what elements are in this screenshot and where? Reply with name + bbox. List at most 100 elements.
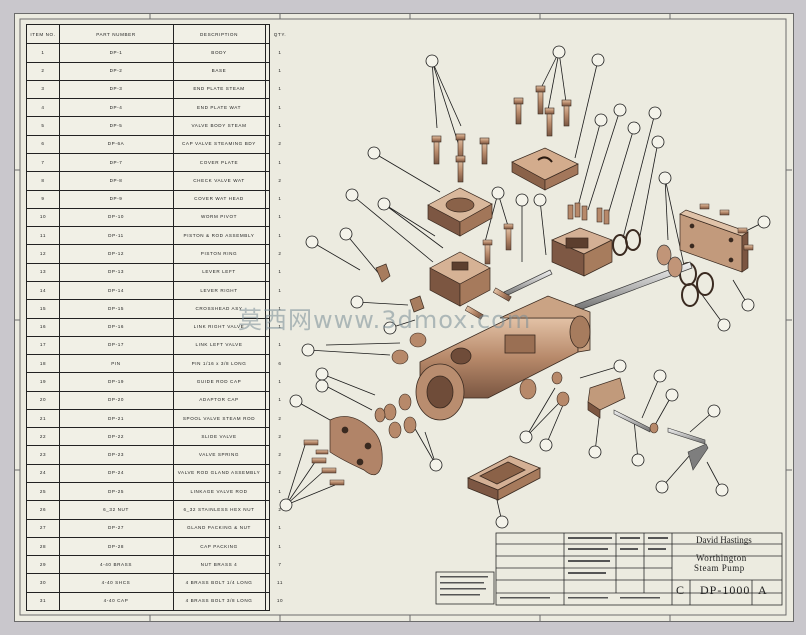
bom-cell: 1 — [278, 287, 282, 293]
bom-cell: DP-9 — [59, 189, 174, 208]
bom-cell: 1 — [278, 525, 282, 531]
bom-cell: 7 — [27, 152, 60, 172]
bom-cell: 2 — [278, 177, 282, 183]
bom-cell: 1 — [278, 305, 282, 311]
bom-cell: END PLATE STEAM — [173, 79, 266, 99]
bom-cell: ADAPTOR CAP — [173, 390, 266, 409]
bom-cell: 17 — [27, 335, 60, 355]
bom-cell: NUT BRASS 4 — [173, 555, 266, 574]
bom-cell: DP-11 — [59, 226, 174, 245]
bom-cell: LEVER RIGHT — [173, 280, 266, 300]
bom-cell: 1 — [278, 123, 282, 129]
bom-cell: 5 — [27, 116, 60, 135]
bom-cell: PISTON & ROD ASSEMBLY — [173, 226, 266, 245]
drawing-title-line-2: Steam Pump — [694, 563, 745, 573]
bom-cell: END PLATE WAT — [173, 98, 266, 117]
bom-cell: 29 — [27, 555, 60, 574]
bom-cell: COVER PLATE — [173, 152, 266, 172]
bom-cell: 14 — [27, 280, 60, 300]
bom-cell: WORM PIVOT — [173, 207, 266, 227]
bom-cell: 21 — [27, 408, 60, 428]
bom-cell: 1 — [278, 196, 282, 202]
bom-cell: DP-3 — [59, 79, 174, 99]
bom-cell: 1 — [278, 214, 282, 220]
bom-cell: PIN — [59, 354, 174, 373]
bom-cell: SPOOL VALVE STEAM ROD — [173, 408, 266, 428]
bom-cell: 30 — [27, 573, 60, 592]
bom-cell: PIN 1/16 x 3/8 LONG — [173, 354, 266, 373]
bom-cell: DP-22 — [59, 427, 174, 446]
bom-cell: GLAND PACKING & NUT — [173, 518, 266, 537]
bom-cell: DP-8 — [59, 171, 174, 190]
bom-cell: DP-12 — [59, 244, 174, 263]
bom-cell: 4 BRASS BOLT 3/8 LONG — [173, 591, 266, 610]
bom-cell: 25 — [27, 482, 60, 501]
watermark-text: 莫西网www.3dmox.com — [238, 306, 532, 334]
bom-cell: GUIDE ROD CAP — [173, 372, 266, 391]
bom-cell: 2 — [278, 251, 282, 257]
bom-cell: 27 — [27, 518, 60, 537]
bom-cell: CROSSHEAD ASY — [173, 299, 266, 318]
bom-header-cell: QTY. — [273, 31, 287, 37]
bom-cell: 4 — [27, 98, 60, 117]
bom-cell: BODY — [173, 43, 266, 62]
bom-cell: 1 — [278, 159, 282, 165]
author-name: David Hastings — [696, 535, 752, 545]
bom-cell: SLIDE VALVE — [173, 427, 266, 446]
bom-cell: DP-13 — [59, 262, 174, 281]
revision: A — [758, 583, 767, 597]
bom-cell: 1 — [278, 378, 282, 384]
bom-cell: DP-4 — [59, 98, 174, 117]
title-block: David Hastings Worthington Steam Pump C … — [496, 533, 782, 605]
bom-cell: 2 — [278, 506, 282, 512]
sheet-size: C — [676, 583, 685, 597]
bom-cell: DP-20 — [59, 390, 174, 409]
bom-cell: 2 — [278, 452, 282, 458]
bom-cell: 1 — [278, 324, 282, 330]
drawing-number: DP-1000 — [700, 583, 751, 597]
bom-cell: 10 — [27, 207, 60, 227]
bom-cell: 11 — [277, 580, 283, 586]
bom-header-cell: PART NUMBER — [59, 25, 174, 44]
bom-cell: 1 — [278, 86, 282, 92]
bom-header-cell: ITEM NO. — [27, 25, 60, 44]
bom-cell: LINK RIGHT VALVE — [173, 317, 266, 336]
bom-cell: 4-40 BRASS — [59, 555, 174, 574]
bom-cell: 1 — [278, 342, 282, 348]
bom-cell: 2 — [278, 415, 282, 421]
bom-cell: DP-10 — [59, 207, 174, 227]
bom-cell: 1 — [278, 397, 282, 403]
bom-cell: VALVE ROD GLAND ASSEMBLY — [173, 463, 266, 483]
bom-cell: 2 — [278, 141, 282, 147]
bom-cell: DP-17 — [59, 335, 174, 355]
bom-cell: DP-24 — [59, 463, 174, 483]
bom-cell: DP-28 — [59, 536, 174, 556]
bom-cell: 12 — [27, 244, 60, 263]
bom-cell: 15 — [27, 299, 60, 318]
bom-cell: 1 — [278, 232, 282, 238]
bom-cell: DP-27 — [59, 518, 174, 537]
bom-cell: 23 — [27, 445, 60, 464]
drawing-title-line-1: Worthington — [696, 553, 747, 563]
bom-cell: DP-6A — [59, 134, 174, 153]
bom-cell: 1 — [278, 68, 282, 74]
bom-cell: 20 — [27, 390, 60, 409]
